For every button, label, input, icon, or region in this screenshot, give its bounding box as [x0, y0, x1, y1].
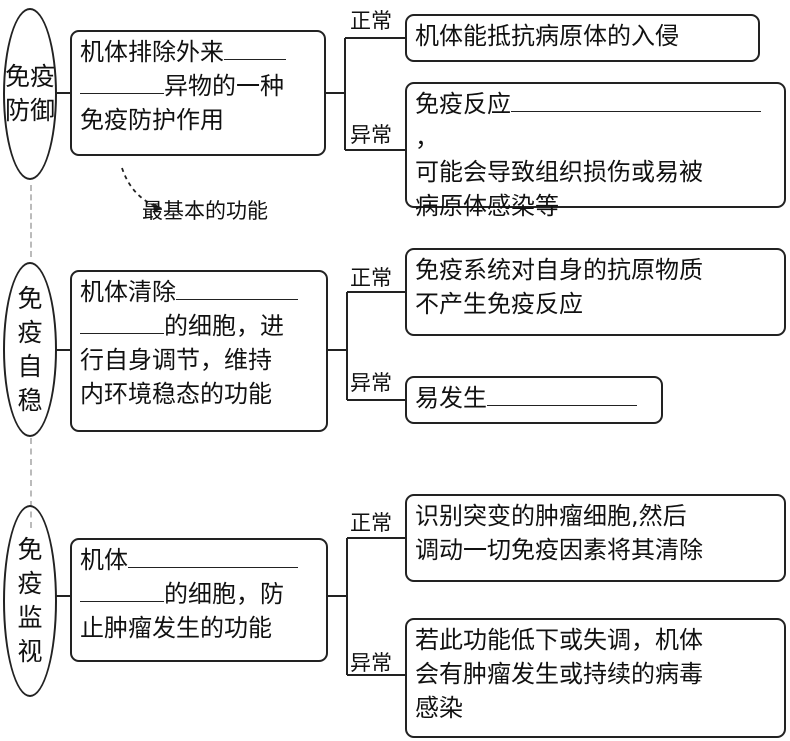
section-1-definition-box: 机体排除外来 异物的一种 免疫防护作用: [70, 30, 326, 156]
section-3-abnormal-label: 异常: [350, 651, 392, 675]
section-1-abnormal-label: 异常: [350, 123, 392, 147]
section-1-def-mid: 异物的一种: [164, 72, 284, 100]
section-1-def-after: 免疫防护作用: [80, 106, 224, 134]
section-1-abnormal-after: ， 可能会导致组织损伤或易被 病原体感染等: [415, 124, 703, 220]
section-2-blank-1-cont: [80, 309, 164, 334]
section-3-blank-1: [128, 543, 298, 568]
section-2-name-ellipse: 免 疫 自 稳: [3, 262, 57, 437]
section-3-blank-1-cont: [80, 577, 164, 602]
section-2-def-after: 行自身调节，维持 内环境稳态的功能: [80, 346, 272, 408]
section-1-blank-1-cont: [80, 69, 164, 94]
separator-2: [30, 438, 32, 528]
separator-1: [30, 185, 32, 257]
section-3-def-before: 机体: [80, 546, 128, 574]
section-3-name: 免 疫 监 视: [17, 535, 43, 666]
section-3-normal-label: 正常: [350, 511, 392, 535]
section-3-def-mid: 的细胞，防: [164, 580, 284, 608]
section-1-blank-2: [511, 87, 761, 112]
section-3-normal-box: 识别突变的肿瘤细胞,然后 调动一切免疫因素将其清除: [405, 494, 786, 582]
section-3-abnormal-box: 若此功能低下或失调，机体 会有肿瘤发生或持续的病毒 感染: [405, 618, 786, 738]
section-2-blank-1: [176, 275, 298, 300]
section-1-normal-box: 机体能抵抗病原体的入侵: [405, 14, 760, 62]
section-3-normal-text: 识别突变的肿瘤细胞,然后 调动一切免疫因素将其清除: [415, 502, 703, 564]
section-1-abnormal-box: 免疫反应 ， 可能会导致组织损伤或易被 病原体感染等: [405, 82, 786, 220]
section-2-definition-box: 机体清除 的细胞，进 行自身调节，维持 内环境稳态的功能: [70, 270, 328, 432]
section-2-abnormal-label: 异常: [350, 371, 392, 395]
section-3-definition-box: 机体 的细胞，防 止肿瘤发生的功能: [70, 538, 328, 662]
section-2-blank-2: [487, 381, 637, 406]
section-1-note: 最基本的功能: [142, 199, 268, 223]
section-3-abnormal-text: 若此功能低下或失调，机体 会有肿瘤发生或持续的病毒 感染: [415, 626, 703, 722]
section-3-def-after: 止肿瘤发生的功能: [80, 614, 272, 642]
note-arrowhead: [153, 203, 162, 213]
section-1-normal-label: 正常: [350, 9, 392, 33]
section-2-abnormal-box: 易发生: [405, 376, 663, 424]
section-1-def-before: 机体排除外来: [80, 38, 224, 66]
section-1-name: 免疫 防御: [5, 62, 56, 125]
section-1-abnormal-before: 免疫反应: [415, 90, 511, 118]
section-2-def-mid: 的细胞，进: [164, 312, 284, 340]
section-1-name-ellipse: 免疫 防御: [3, 8, 57, 180]
section-1-normal-text: 机体能抵抗病原体的入侵: [415, 22, 679, 50]
section-2-abnormal-before: 易发生: [415, 384, 487, 412]
section-2-normal-text: 免疫系统对自身的抗原物质 不产生免疫反应: [415, 256, 703, 318]
section-2-normal-box: 免疫系统对自身的抗原物质 不产生免疫反应: [405, 248, 786, 336]
section-3-name-ellipse: 免 疫 监 视: [3, 505, 57, 697]
section-2-normal-label: 正常: [350, 266, 392, 290]
section-1-blank-1: [224, 35, 286, 60]
section-2-name: 免 疫 自 稳: [17, 283, 43, 415]
section-2-def-before: 机体清除: [80, 278, 176, 306]
